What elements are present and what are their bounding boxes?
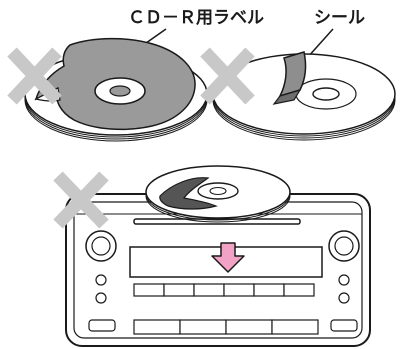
arrow-down-icon [211,242,245,273]
x-mark-icon [53,171,109,229]
seal-text: シール [314,8,365,28]
inserted-disc-label [159,177,218,210]
left-button-1 [95,274,107,286]
x-mark-icon [7,47,62,105]
right-small-button [330,319,358,332]
preset-button-row [133,283,315,297]
car-audio-unit [65,193,371,347]
left-button-2 [95,292,107,304]
right-button-2 [338,292,350,304]
disc-with-label [24,37,208,142]
seal-leader [306,28,334,59]
bottom-button-row [133,319,319,335]
callout-seal: シール [306,8,365,59]
left-small-button [88,319,116,332]
right-button-1 [338,274,350,286]
x-mark-icon [200,47,255,105]
cd-r-label-text: ＣＤ－Ｒ用ラベル [128,8,264,28]
disc-inserting [145,165,291,223]
